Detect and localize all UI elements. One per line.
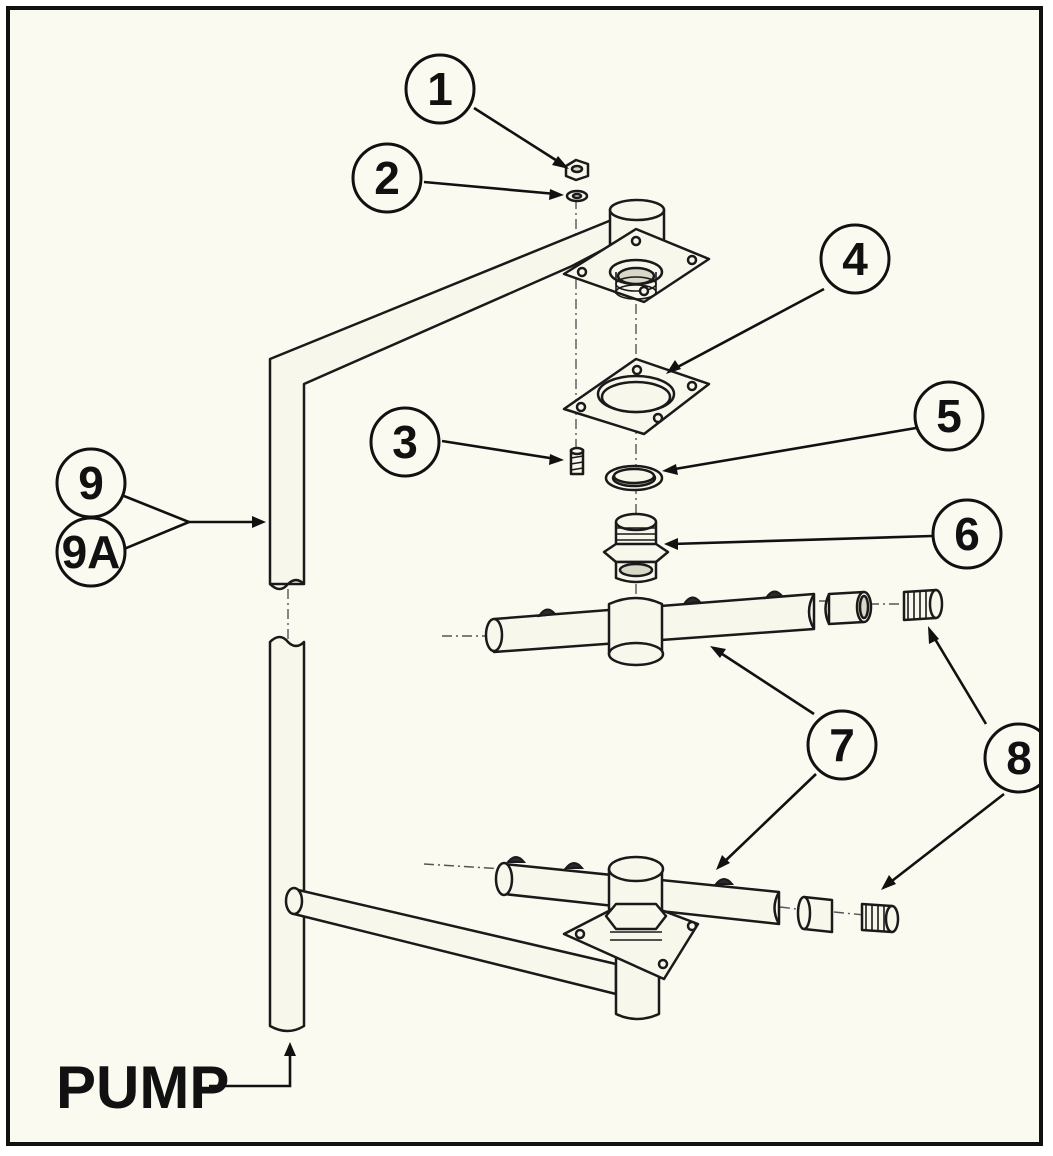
callout-6: 6 [931,498,1003,570]
lock-washer [565,189,589,203]
callout-3-label: 3 [392,416,418,468]
end-plug-lower [860,902,900,934]
callout-8-label: 8 [1006,732,1032,784]
callout-9a-label: 9A [62,526,121,578]
exploded-assembly-diagram: 1 2 3 4 5 6 7 8 9 9A PUMP [55,53,1039,1121]
callout-9-label: 9 [78,457,104,509]
diagram-frame: 1 2 3 4 5 6 7 8 9 9A PUMP [6,6,1043,1146]
lower-plug-centerline [833,911,865,916]
callout-7-label: 7 [829,719,855,771]
callout-1: 1 [404,53,476,125]
callout-9: 9 [55,447,127,519]
end-plug-upper [902,588,944,622]
end-cap-upper [824,590,873,626]
callout-8: 8 [983,722,1039,794]
callout-6-label: 6 [954,508,980,560]
callout-2: 2 [351,142,423,214]
callout-1-label: 1 [427,63,453,115]
gasket [562,357,711,436]
supply-pipe-lower [268,635,661,1033]
callout-5: 5 [913,380,985,452]
bolt [569,446,585,476]
callout-7: 7 [806,709,878,781]
callout-2-label: 2 [374,152,400,204]
lower-spray-bar-centerline [423,863,505,870]
supply-pipe-upper [268,198,666,591]
callout-9a: 9A [55,516,127,588]
nipple-fitting [602,512,670,584]
tee-fitting-lower [604,855,668,941]
mounting-flange-upper [562,227,711,304]
o-ring [604,464,664,492]
callout-5-label: 5 [936,390,962,442]
hex-nut [564,158,590,182]
end-cap-lower [796,895,834,934]
callout-leaders [123,106,1005,1088]
callout-4-label: 4 [842,233,868,285]
callout-4: 4 [819,223,891,295]
pump-label: PUMP [56,1054,229,1121]
callout-3: 3 [369,406,441,478]
tee-fitting-upper [607,596,665,667]
